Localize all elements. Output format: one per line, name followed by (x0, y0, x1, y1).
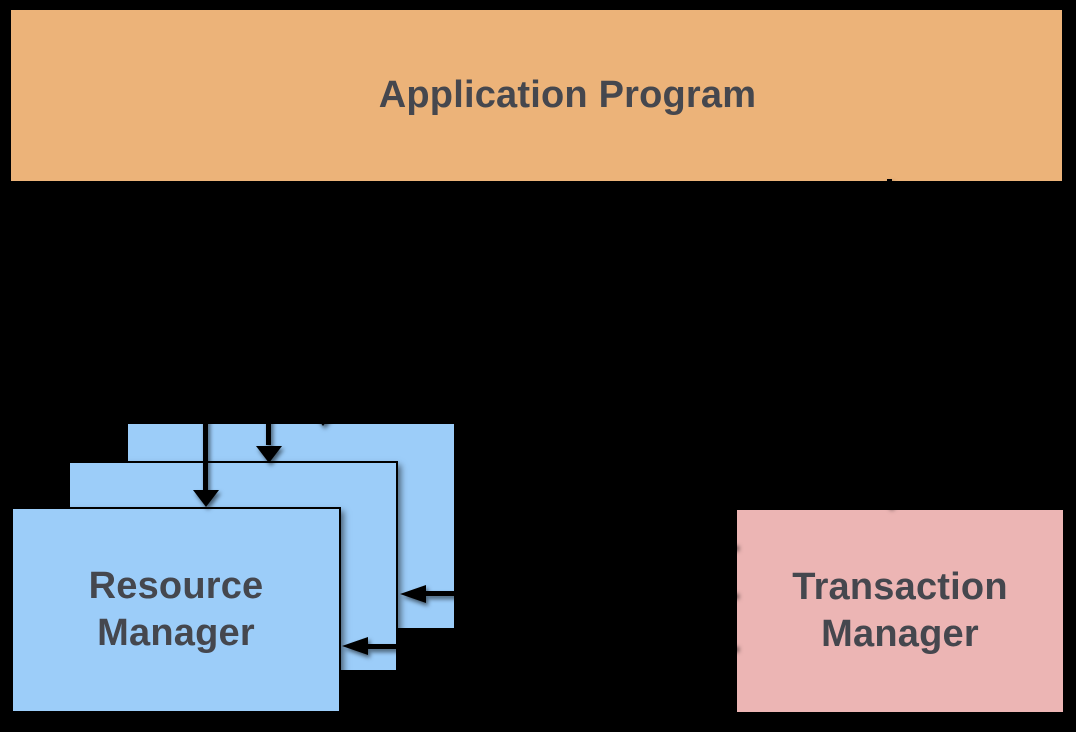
node-application-program: Application Program (9, 8, 1064, 183)
arrow-ap-to-rm-front-line (203, 186, 208, 491)
arrow-tm-to-rm-back-head (458, 536, 484, 554)
arrow-ap-to-tm-line (887, 179, 892, 491)
arrow-ap-to-tm-head (877, 491, 903, 508)
resource-manager-label: Resource Manager (88, 564, 264, 655)
arrow-tm-to-rm-middle-line (426, 591, 737, 596)
arrow-ap-to-rm-back-head (310, 409, 336, 426)
arrow-tm-to-rm-back-line (484, 543, 737, 548)
arrow-ap-to-rm-back-line (320, 186, 325, 408)
transaction-manager-label: Transaction Manager (792, 565, 1008, 656)
arrow-tm-to-rm-middle-head (400, 585, 426, 603)
node-resource-manager-front: Resource Manager (11, 507, 341, 713)
application-program-label: Application Program (378, 73, 757, 116)
arrow-ap-to-rm-middle-line (266, 186, 271, 445)
node-transaction-manager: Transaction Manager (735, 508, 1065, 714)
arrow-ap-to-rm-middle-head (256, 446, 282, 463)
arrow-tm-to-rm-front-head (342, 637, 368, 655)
arrow-ap-to-rm-front-head (193, 490, 219, 507)
arrow-tm-to-rm-front-line (368, 644, 737, 649)
